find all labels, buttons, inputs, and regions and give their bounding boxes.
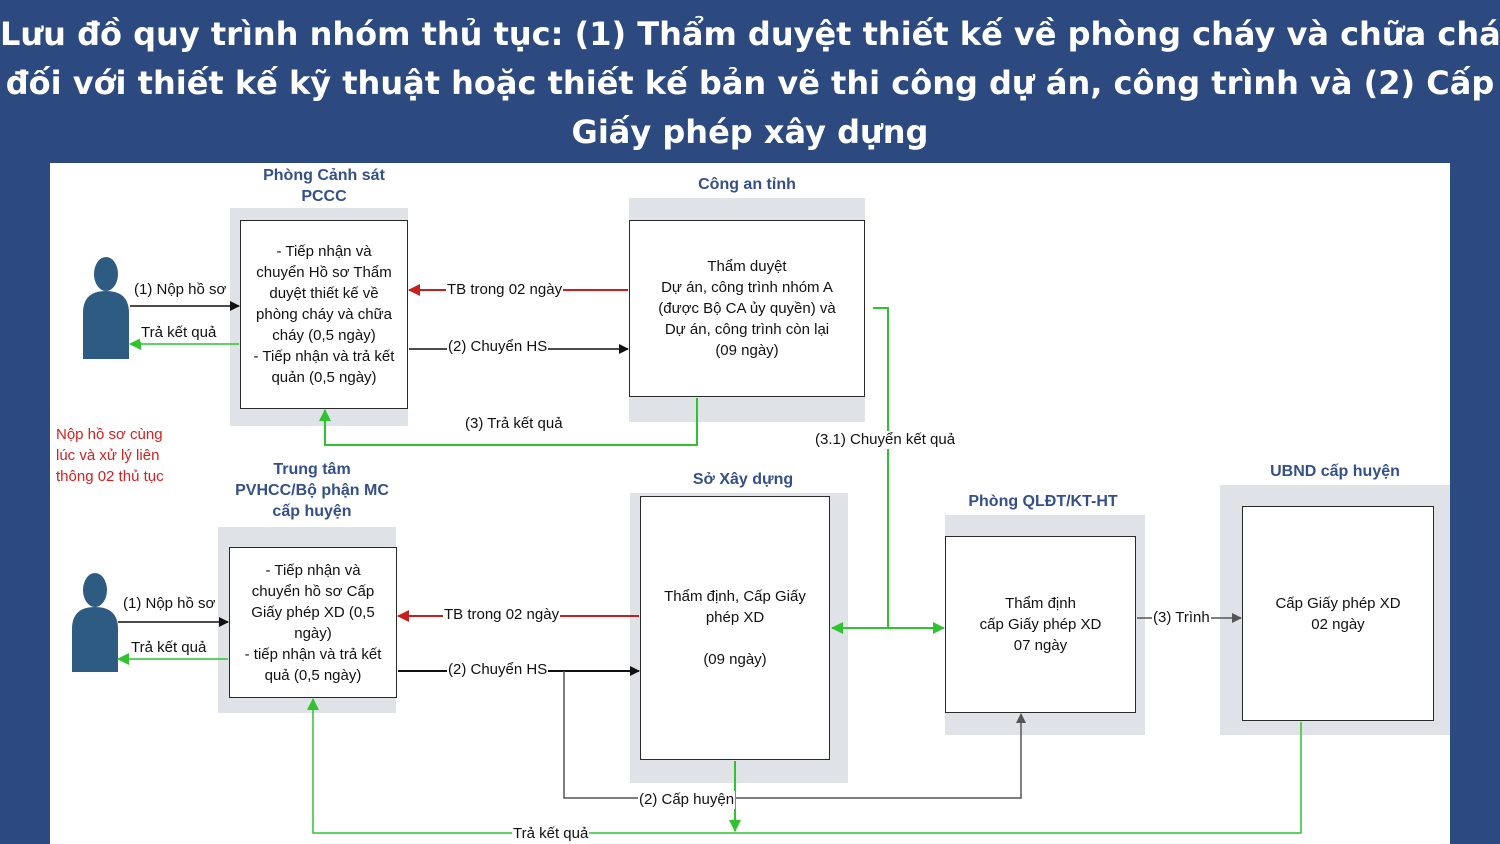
tra-ket-qua-3-label: (3) Trả kết quả xyxy=(465,415,563,432)
nop-ho-so-bottom-label: (1) Nộp hồ sơ xyxy=(122,595,217,613)
chuyen-ket-qua-31-label: (3.1) Chuyển kết quả xyxy=(814,431,957,449)
nop-ho-so-top-label: (1) Nộp hồ sơ xyxy=(133,281,228,299)
tra-ket-qua-bottom-loop-label: Trả kết quả xyxy=(512,825,590,843)
chuyen-ket-qua-31-line xyxy=(873,307,889,628)
chuyen-hs-top-label: (2) Chuyển HS xyxy=(447,338,549,356)
cap-huyen-2-label: (2) Cấp huyện xyxy=(638,791,736,809)
title-line-2: đối với thiết kế kỹ thuật hoặc thiết kế … xyxy=(5,64,1495,102)
tra-ket-qua-bottom-loop xyxy=(307,698,1302,834)
title-line-3: Giấy phép xây dựng xyxy=(571,113,929,151)
tra-ket-qua-bottom-label: Trả kết quả xyxy=(130,639,208,657)
tra-ket-qua-3-arrow xyxy=(319,398,698,446)
citizen-top-icon xyxy=(83,257,129,359)
title-line-1: Lưu đồ quy trình nhóm thủ tục: (1) Thẩm … xyxy=(0,15,1500,53)
cap-huyen-2-arrow xyxy=(563,671,1026,799)
connector-lines xyxy=(72,257,1302,834)
qldt-title: Phòng QLĐT/KT-HT xyxy=(968,493,1118,510)
ubnd-title: UBND cấp huyện xyxy=(1270,463,1400,480)
chuyen-hs-bottom-label: (2) Chuyển HS xyxy=(447,661,549,679)
tb-02-ngay-bottom-label: TB trong 02 ngày xyxy=(443,606,561,624)
so-xay-dung-title: Sở Xây dựng xyxy=(692,471,794,488)
tra-ket-qua-top-label: Trả kết quả xyxy=(140,324,218,342)
cong-an-title: Công an tỉnh xyxy=(698,176,796,193)
page-title: Lưu đồ quy trình nhóm thủ tục: (1) Thẩm … xyxy=(0,10,1500,157)
tb-02-ngay-top-label: TB trong 02 ngày xyxy=(446,281,564,299)
citizen-bottom-icon xyxy=(72,573,118,672)
trinh-3-label: (3) Trình xyxy=(1152,609,1211,627)
